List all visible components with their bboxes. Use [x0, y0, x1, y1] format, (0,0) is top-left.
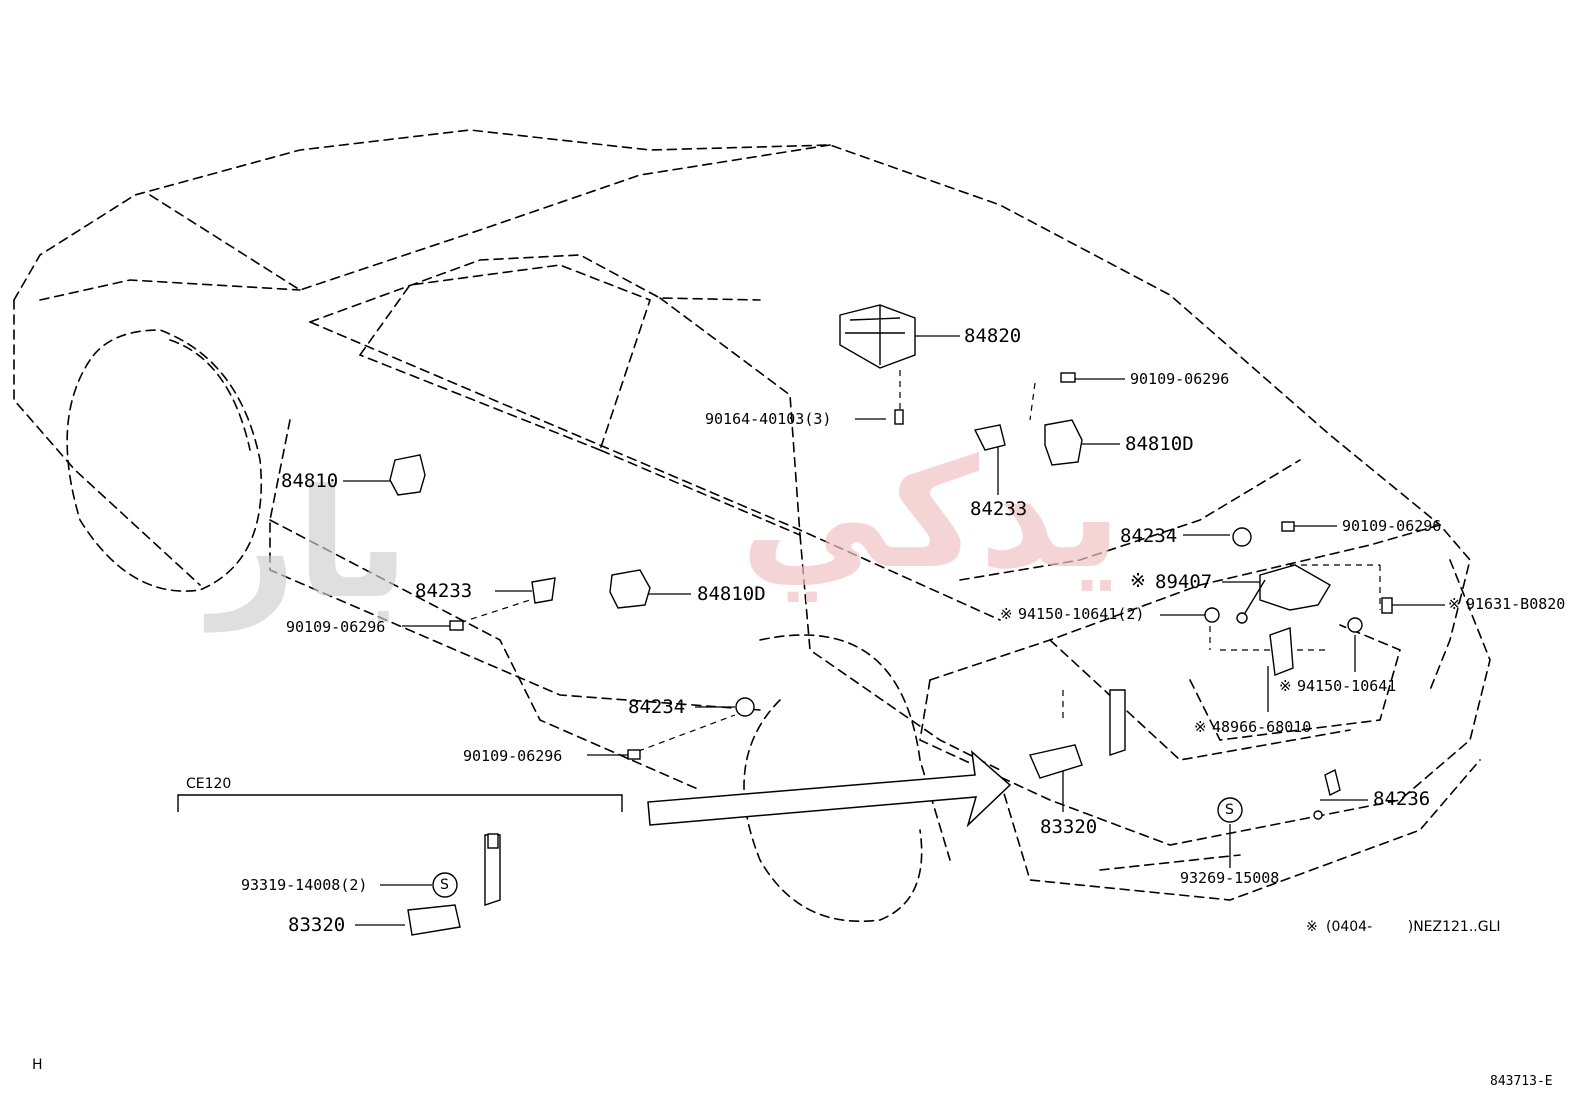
s-badge-ce120	[432, 872, 458, 898]
s-badges	[432, 797, 1243, 898]
label-90109-d: 90109-06296	[463, 747, 563, 765]
label-93269-15008: 93269-15008	[1180, 869, 1280, 887]
label-83320-main: 83320	[1040, 816, 1098, 838]
label-89407: 89407	[1155, 571, 1213, 593]
label-84810: 84810	[281, 470, 339, 492]
label-84810D-left: 84810D	[697, 583, 766, 605]
label-84820: 84820	[964, 325, 1022, 347]
applicability-note: (0404- )NEZ121..GLI	[1326, 919, 1501, 935]
label-93319-14008: 93319-14008(2)	[241, 876, 368, 894]
leader-lines	[343, 335, 1445, 926]
label-90109-b: 90109-06296	[1342, 517, 1442, 535]
corner-letter: H	[32, 1057, 43, 1073]
label-ce120: CE120	[186, 776, 232, 792]
note-mark-94150: ※	[1279, 677, 1292, 695]
s-badge-letter-main: S	[1225, 802, 1234, 818]
note-mark-94150-2: ※	[1000, 605, 1013, 623]
label-94150-10641-2: 94150-10641(2)	[1018, 605, 1145, 623]
note-mark-91631: ※	[1448, 595, 1461, 613]
label-90109-c: 90109-06296	[286, 618, 386, 636]
label-84234-right: 84234	[1120, 525, 1178, 547]
label-90109-a: 90109-06296	[1130, 370, 1230, 388]
watermark-grey: ﺑﺎﺭ	[210, 458, 413, 632]
label-83320-ce120: 83320	[288, 914, 346, 936]
note-mark-48966: ※	[1194, 718, 1207, 736]
diagram-code: 843713-E	[1490, 1074, 1553, 1089]
note-mark-89407: ※	[1130, 570, 1146, 592]
note-mark-applicability: ※	[1306, 919, 1318, 935]
label-84233-left: 84233	[415, 580, 473, 602]
label-94150-10641: 94150-10641	[1297, 677, 1397, 695]
parts	[389, 304, 1393, 936]
s-badge-letter-ce120: S	[440, 877, 449, 893]
label-84810D-right: 84810D	[1125, 433, 1194, 455]
label-84234-left: 84234	[628, 696, 686, 718]
label-48966-68010: 48966-68010	[1212, 718, 1312, 736]
watermark-red: ﻳﺪﻛﻲ	[740, 428, 1126, 602]
label-91631-B0820: 91631-B0820	[1466, 595, 1566, 613]
pointer-arrow	[647, 750, 1012, 828]
ce120-bracket	[177, 794, 623, 812]
label-90164-40103: 90164-40103(3)	[705, 410, 832, 428]
label-84233-right: 84233	[970, 498, 1028, 520]
label-84236: 84236	[1373, 788, 1431, 810]
car-outline	[13, 129, 1491, 922]
s-badge-main	[1217, 797, 1243, 823]
switch-84820	[839, 304, 916, 369]
